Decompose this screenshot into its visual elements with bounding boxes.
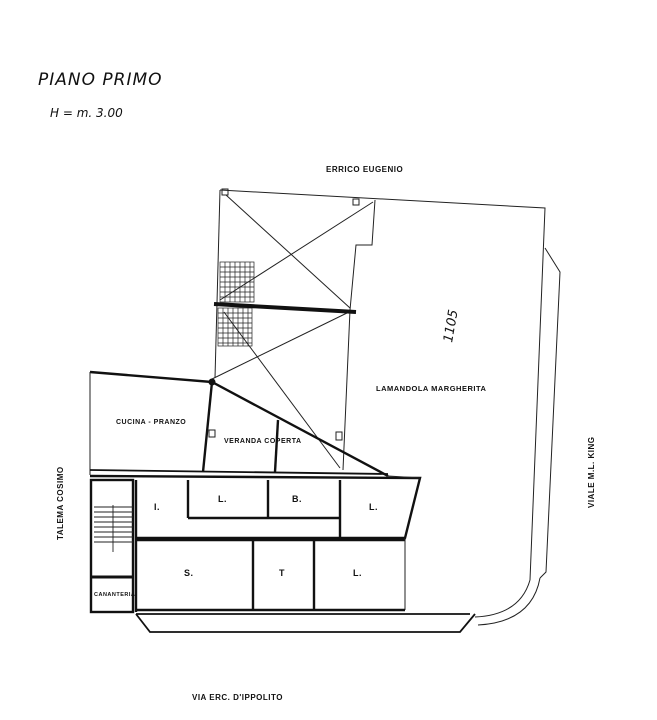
room-i: I. bbox=[154, 502, 160, 512]
room-kitchen: CUCINA - PRANZO bbox=[116, 419, 186, 426]
room-living: S. bbox=[184, 568, 194, 578]
parcel-number: 1105 bbox=[441, 308, 462, 343]
room-t: T bbox=[279, 568, 285, 578]
plan-height: H = m. 3.00 bbox=[50, 106, 123, 120]
street-bottom: VIA ERC. D'IPPOLITO bbox=[192, 693, 283, 702]
room-l2: L. bbox=[369, 502, 378, 512]
street-top: ERRICO EUGENIO bbox=[326, 165, 403, 174]
room-l3: L. bbox=[353, 568, 362, 578]
room-bath: B. bbox=[292, 494, 302, 504]
parcel-owner: LAMANDOLA MARGHERITA bbox=[376, 384, 486, 393]
room-l1: L. bbox=[218, 494, 227, 504]
adjacent-parcel bbox=[219, 189, 561, 626]
room-storage: CANANTERIA bbox=[94, 592, 135, 598]
terrace-area bbox=[209, 188, 376, 471]
kitchen-veranda bbox=[89, 370, 389, 478]
room-veranda: VERANDA COPERTA bbox=[224, 438, 302, 445]
street-left: TALEMA COSIMO bbox=[56, 466, 65, 540]
apartment-block bbox=[89, 469, 476, 633]
plan-title: PIANO PRIMO bbox=[38, 70, 163, 90]
street-right: VIALE M.L. KING bbox=[587, 437, 596, 509]
